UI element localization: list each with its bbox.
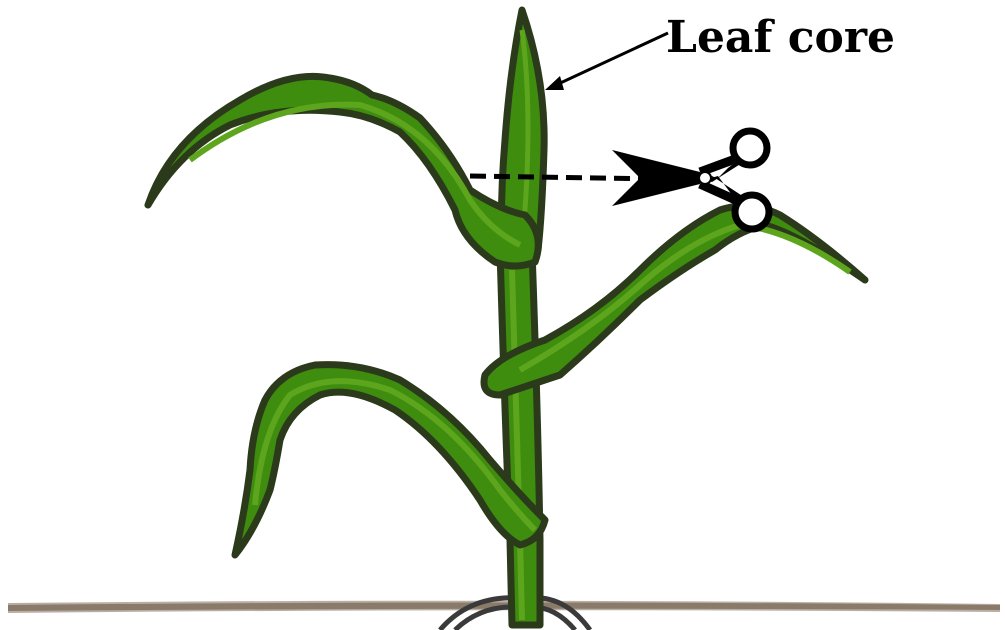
stem [500, 250, 540, 625]
scissors-icon [612, 131, 769, 229]
leaf-core-label: Leaf core [666, 12, 895, 63]
arrow-icon [545, 33, 668, 90]
upper-left-leaf [148, 76, 538, 266]
cut-line [470, 176, 662, 179]
